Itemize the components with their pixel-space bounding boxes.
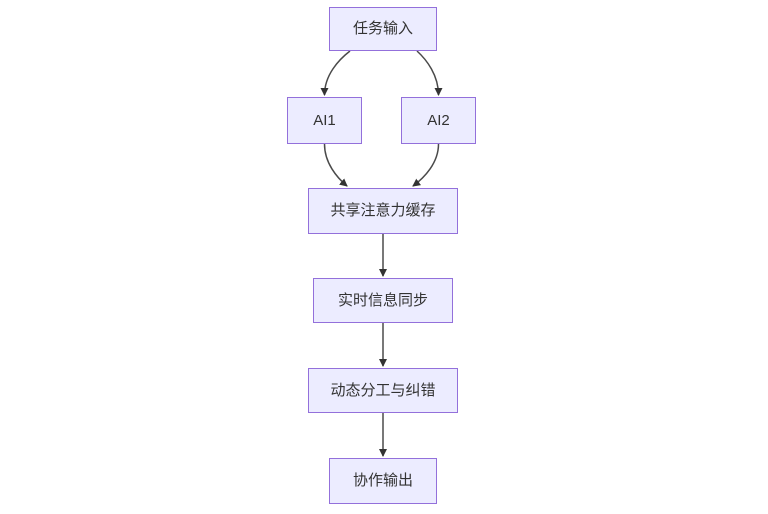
node-label: 实时信息同步 [337,291,428,309]
edge-ai1-to-shared-attention-cache [323,143,348,187]
node-shared-attention-cache: 共享注意力缓存 [308,188,458,234]
edge-ai2-to-shared-attention-cache [412,143,440,187]
node-ai2: AI2 [401,97,476,144]
node-task-input: 任务输入 [329,7,437,51]
edge-task-input-to-ai2 [416,50,443,96]
node-collaborative-output: 协作输出 [329,458,437,504]
edge-task-input-to-ai1 [320,50,351,96]
node-realtime-info-sync: 实时信息同步 [313,278,453,323]
node-label: 共享注意力缓存 [330,202,436,219]
node-ai1: AI1 [287,97,362,144]
node-label: 任务输入 [352,20,413,37]
node-label: AI2 [427,111,450,129]
node-label: 协作输出 [352,472,413,489]
node-dynamic-division-correction: 动态分工与纠错 [308,368,458,413]
node-label: 动态分工与纠错 [330,381,436,399]
node-label: AI1 [313,111,336,129]
